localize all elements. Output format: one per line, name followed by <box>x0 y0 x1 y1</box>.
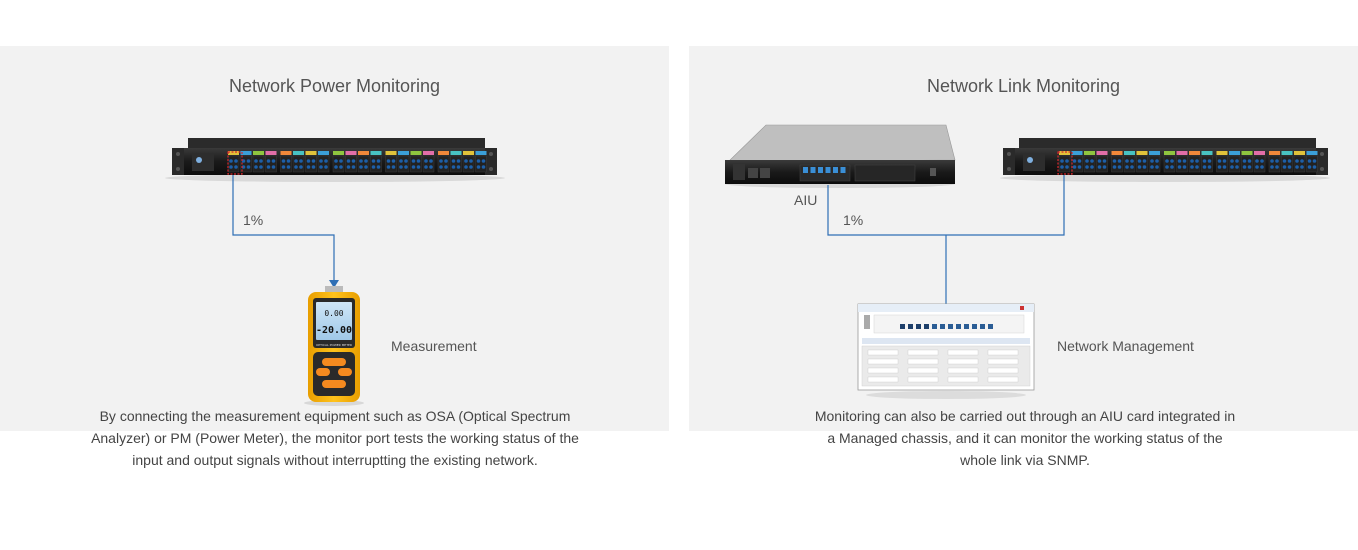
caption-line: Monitoring can also be carried out throu… <box>814 408 1236 424</box>
caption-line: a Managed chassis, and it can monitor th… <box>827 430 1223 446</box>
panel-title: Network Link Monitoring <box>926 76 1121 96</box>
split-ratio-label: 1% <box>843 212 864 228</box>
measurement-label: Measurement <box>391 338 477 354</box>
network-management-label: Network Management <box>1057 338 1194 354</box>
power-monitoring-caption: By connecting the measurement equipment … <box>70 405 600 471</box>
aiu-label: AIU <box>794 192 818 208</box>
caption-line: Analyzer) or PM (Power Meter), the monit… <box>91 430 579 446</box>
power-monitoring-panel: Network Power Monitoring <box>0 46 669 431</box>
caption-line: input and output signals without interru… <box>132 452 538 468</box>
link-monitoring-panel: Network Link Monitoring <box>689 46 1358 431</box>
panel-title: Network Power Monitoring <box>228 76 441 96</box>
link-monitoring-caption: Monitoring can also be carried out throu… <box>795 405 1255 471</box>
caption-line: whole link via SNMP. <box>960 452 1090 468</box>
split-ratio-label: 1% <box>243 212 264 228</box>
caption-line: By connecting the measurement equipment … <box>99 408 571 424</box>
